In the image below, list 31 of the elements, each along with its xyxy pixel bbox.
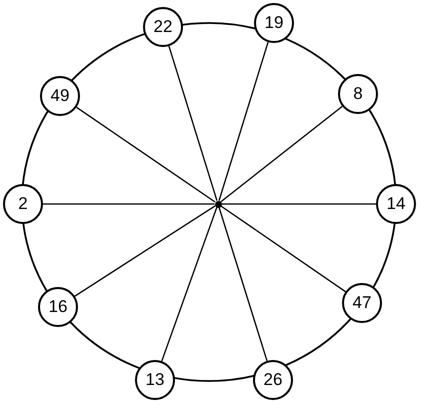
number-label: 26 — [264, 370, 282, 390]
number-circle — [135, 360, 175, 400]
spoke-line — [76, 106, 216, 203]
number-label: 49 — [50, 86, 70, 106]
number-circle — [40, 76, 80, 116]
number-label: 14 — [386, 194, 406, 214]
number-label: 16 — [48, 297, 68, 317]
spoke-line — [74, 205, 216, 297]
spoke-line — [222, 203, 376, 205]
spoke-line — [168, 46, 218, 201]
center-dot — [214, 200, 222, 208]
number-label: 19 — [264, 13, 284, 33]
number-label: 22 — [154, 17, 172, 37]
spoke-line — [220, 106, 343, 202]
number-circle — [143, 7, 183, 47]
spoke-line — [220, 205, 346, 292]
number-label: 2 — [18, 194, 28, 214]
number-circle — [338, 74, 378, 114]
number-label: 13 — [146, 370, 164, 390]
number-circle — [376, 184, 416, 224]
number-circle — [38, 287, 78, 327]
number-label: 47 — [352, 293, 372, 313]
number-circle — [3, 184, 43, 224]
number-circle — [342, 283, 382, 323]
number-label: 8 — [353, 84, 363, 104]
spoke-line — [161, 207, 218, 362]
spoke-line — [43, 203, 214, 205]
spoke-line — [218, 207, 268, 362]
number-circle — [254, 3, 294, 43]
spoke-line — [218, 42, 269, 201]
number-circle — [253, 360, 293, 400]
